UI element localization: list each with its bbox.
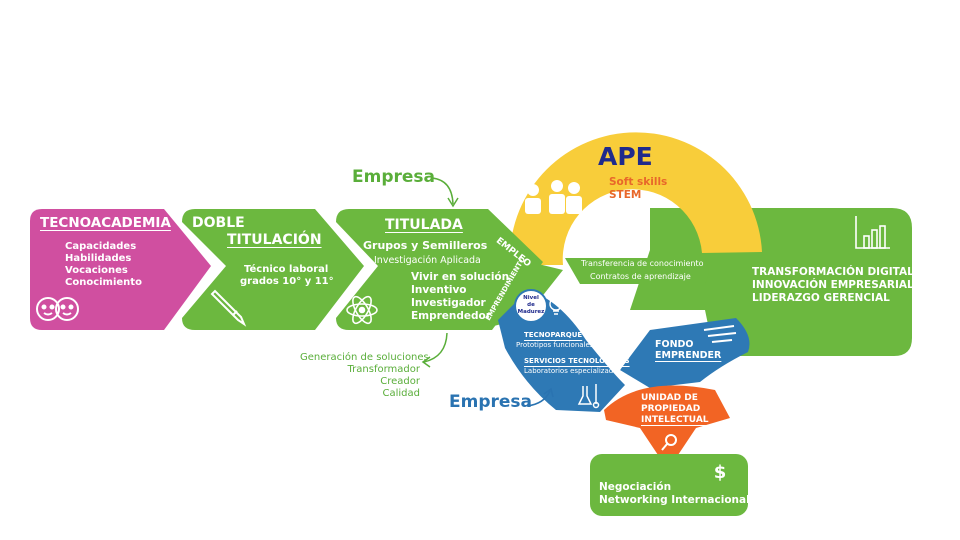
tecnoacademia-item: Vocaciones [65,265,128,276]
tecnoacademia-item: Habilidades [65,253,132,264]
titulada-title: TITULADA [385,217,463,233]
madurez-line1: Nivel [523,295,539,301]
titulada-item: Investigador [411,297,486,309]
left-list-item: Creador [380,376,420,387]
ape-arc [509,132,762,265]
doble-title-line2: TITULACIÓN [227,232,322,248]
madurez-line2: de [527,302,535,308]
atom-icon [346,295,378,325]
empresa-top-arrow [431,177,454,205]
magnifier-icon [661,434,677,451]
transform-line: INNOVACIÓN EMPRESARIAL [752,279,914,291]
empresa-top-label: Empresa [352,167,435,187]
lightbulb-icon [549,297,563,315]
ape-title: APE [598,142,653,171]
lab-flasks-icon [577,384,600,409]
left-list-item: Generación de soluciones [300,352,429,363]
bar-chart-icon [855,216,890,249]
titulada-item: Inventivo [411,284,467,296]
madurez-circle [514,289,548,323]
wings-icon [703,325,737,343]
empresa-bottom-arrowhead [543,387,554,398]
titulada-subtitle: Grupos y Semilleros [363,239,488,252]
titulada-research: Investigación Aplicada [374,255,481,266]
left-list-item: Transformador [347,364,420,375]
left-list-arrow [423,332,448,363]
tecnoparque-title: TECNOPARQUE [524,331,583,339]
servicios-sub: Laboratorios especializados [524,367,622,375]
transform-line: LIDERAZGO GERENCIAL [752,292,890,304]
titulada-item: Emprendedor [411,310,491,322]
tecnoparque-sub: Prototipos funcionales [516,341,594,349]
empresa-top-arrowhead [447,197,459,208]
servicios-title: SERVICIOS TECNOLÓGICOS [524,357,630,365]
negociacion-line2: Networking Internacional [599,494,750,506]
negociacion-line1: Negociación [599,481,672,493]
madurez-line3: Madurez [517,309,545,315]
transformation-panel [630,208,912,356]
tecnoacademia-arrow [30,209,211,330]
unidad-line1: UNIDAD DE [641,393,698,403]
pencil-icon [210,289,247,327]
unidad-shape [604,385,730,470]
unidad-line2: PROPIEDAD [641,404,701,414]
transform-line: TRANSFORMACIÓN DIGITAL [752,266,914,278]
left-list-item: Calidad [382,388,421,399]
workers-icon [525,180,582,214]
doble-title-line1: DOBLE [192,215,245,231]
ape-line1: Soft skills [609,176,668,188]
unidad-line3: INTELECTUAL [641,415,709,425]
titulada-chevron [336,209,543,330]
transfer-line1: Transferencia de conocimiento [581,259,704,268]
titulada-item: Vivir en solución [411,271,510,283]
fondo-line2: EMPRENDER [655,350,722,361]
dollar-icon: $ [714,462,727,483]
empresa-bottom-arrow [526,390,551,407]
negociacion-panel [590,454,748,516]
doble-sub-line1: Técnico laboral [244,264,329,275]
tecnoacademia-item: Capacidades [65,241,137,252]
tecnoacademia-title: TECNOACADEMIA [40,215,171,231]
empresa-bottom-label: Empresa [449,392,532,412]
left-list-arrowhead [421,356,431,368]
transfer-line2: Contratos de aprendizaje [590,272,691,281]
doble-sub-line2: grados 10° y 11° [240,276,334,287]
doble-chevron [182,209,364,330]
kids-faces-icon [36,297,79,321]
tecnoacademia-item: Conocimiento [65,277,142,288]
transfer-band [565,258,709,284]
ape-line2: STEM [609,189,642,201]
fondo-line1: FONDO [655,339,694,350]
